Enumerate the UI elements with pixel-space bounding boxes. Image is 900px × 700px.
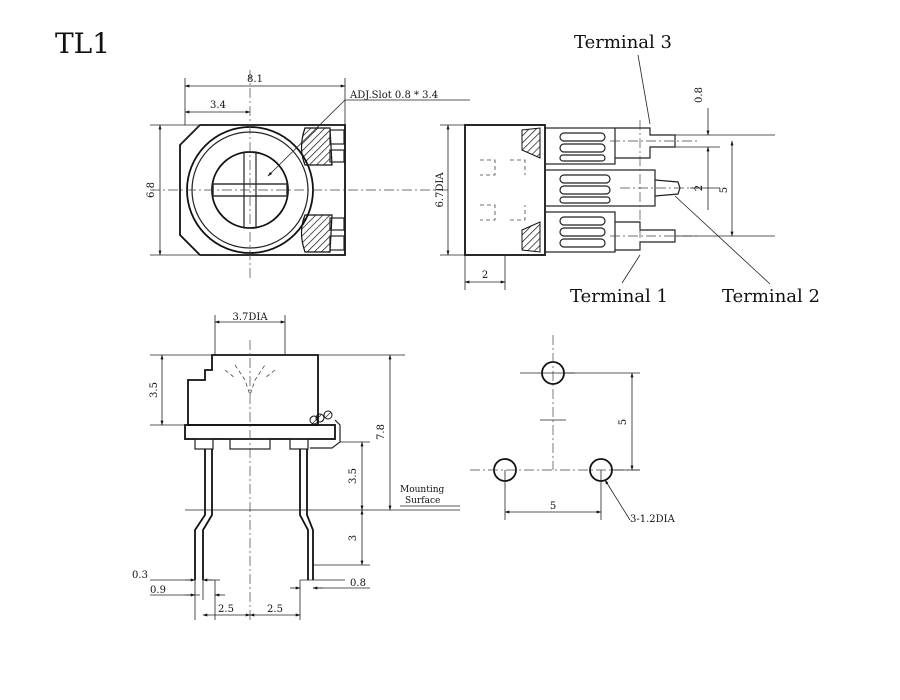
dim-p25a: 2.5 [218, 604, 234, 615]
dim-side2: 2 [482, 270, 488, 281]
dim-left: 3.4 [210, 100, 226, 111]
dim-p08b: 0.8 [350, 578, 366, 589]
dim-holes: 3-1.2DIA [630, 514, 676, 525]
dim-dia37: 3.7DIA [232, 312, 268, 323]
drawing-title: TL1 [55, 27, 110, 60]
mounting-label-1: Mounting [400, 485, 445, 495]
dim-h35: 3.5 [149, 382, 160, 398]
front-view [184, 340, 460, 620]
mounting-label-2: Surface [405, 496, 440, 506]
side-view [464, 120, 700, 256]
dim-p03: 0.3 [132, 570, 148, 581]
dim-p25b: 2.5 [267, 604, 283, 615]
dim-height: 6.8 [146, 182, 157, 198]
terminal-labels: Terminal 3 Terminal 1 Terminal 2 [570, 32, 820, 307]
label-terminal-2: Terminal 2 [722, 286, 820, 307]
top-view [150, 70, 450, 280]
pcb-footprint: 5 5 3-1.2DIA [470, 335, 676, 525]
dim-pin5: 5 [719, 187, 730, 193]
dim-slot: ADJ.Slot 0.8 * 3.4 [349, 90, 438, 101]
dim-fp5h: 5 [550, 501, 556, 512]
dim-pin08: 0.8 [694, 87, 705, 103]
side-view-dimensions: 6.7DIA 2 0.8 2 5 [435, 87, 775, 290]
dim-width: 8.1 [247, 74, 263, 85]
dim-leg3: 3 [348, 535, 359, 541]
dim-dia67: 6.7DIA [435, 172, 446, 208]
dim-leg35: 3.5 [348, 468, 359, 484]
top-view-dimensions: 8.1 3.4 6.8 ADJ.Slot 0.8 * 3.4 [146, 74, 470, 256]
dim-fp5v: 5 [618, 419, 629, 425]
label-terminal-3: Terminal 3 [574, 32, 672, 53]
dim-pin2: 2 [694, 185, 705, 191]
dim-p09: 0.9 [150, 585, 166, 596]
dim-h78: 7.8 [376, 424, 387, 440]
front-view-dimensions: 3.7DIA 3.5 7.8 3.5 3 Mounting Surface 0.… [132, 312, 460, 620]
label-terminal-1: Terminal 1 [570, 286, 668, 307]
